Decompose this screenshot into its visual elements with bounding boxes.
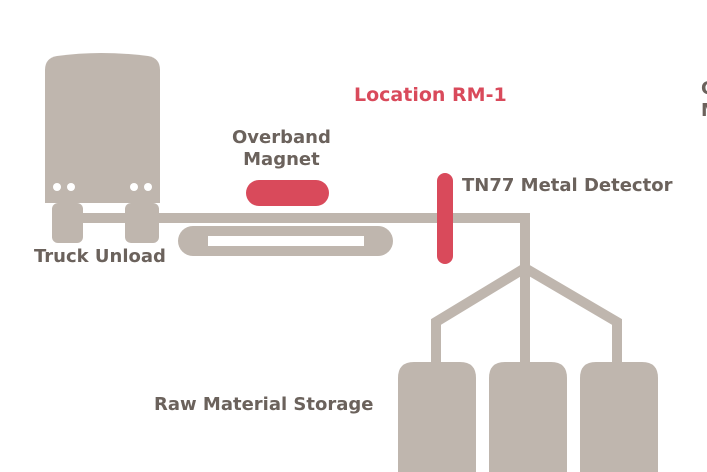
return-belt <box>178 226 393 256</box>
overband-magnet-shape <box>246 180 329 206</box>
metal-detector-shape <box>437 173 453 264</box>
distribution-branches <box>431 263 622 372</box>
location-title: Location RM-1 <box>354 84 507 106</box>
storage-silo-3 <box>580 362 658 472</box>
cut-off-label-top: C <box>701 80 707 98</box>
truck-unload-label: Truck Unload <box>34 246 166 267</box>
storage-silo-1 <box>398 362 476 472</box>
conveyor-line <box>83 213 530 273</box>
storage-silo-2 <box>489 362 567 472</box>
overband-magnet-label-text: Overband Magnet <box>232 127 331 170</box>
cut-off-label-bottom: M <box>701 102 707 120</box>
raw-material-storage-label: Raw Material Storage <box>154 394 374 415</box>
metal-detector-label: TN77 Metal Detector <box>462 175 673 196</box>
overband-magnet-label: Overband Magnet <box>232 127 331 171</box>
storage-silos <box>398 362 658 472</box>
